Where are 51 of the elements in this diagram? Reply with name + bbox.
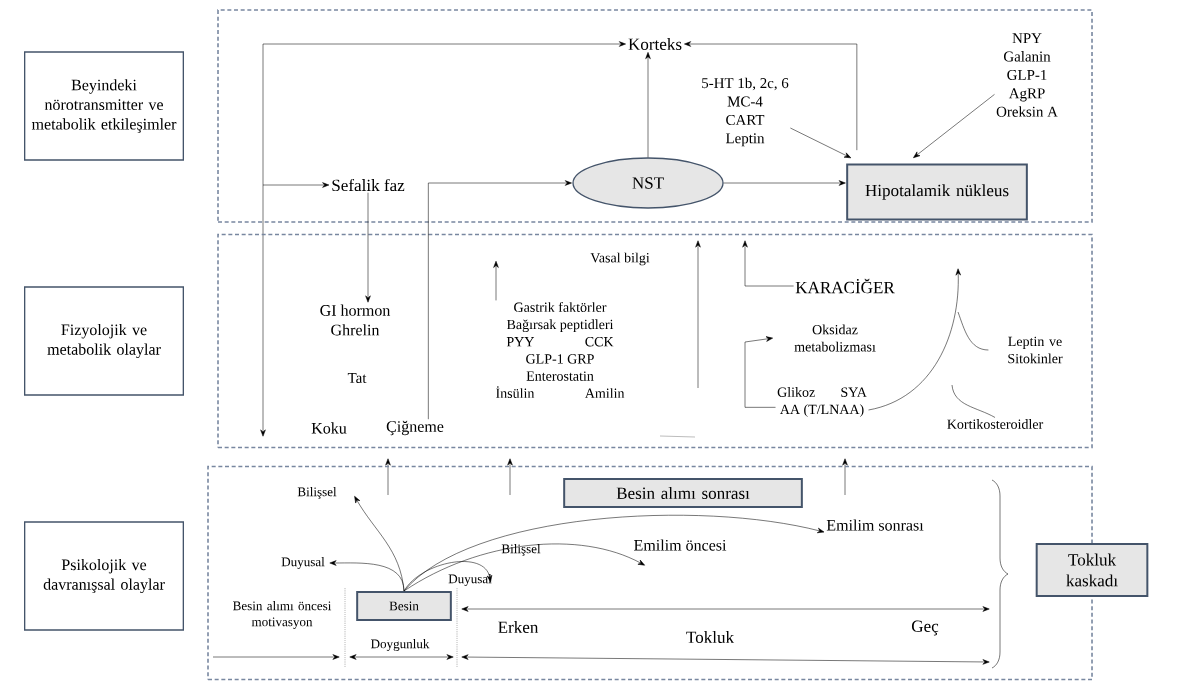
text-label: Vasal bilgi [590,252,650,266]
arrow [403,514,825,592]
arrow [403,543,645,592]
arrow [868,268,961,411]
category-box: Psikolojik ve davranışsal olaylar [24,521,184,631]
text-label: Geç [911,620,939,636]
text-label: Leptin ve Sitokinler [1008,336,1063,364]
arrow [913,94,995,158]
arrow [262,182,330,188]
text-label: Korteks [628,38,682,50]
text-label: Emilim öncesi [634,539,727,551]
process-box: Hipotalamik nükleus [846,163,1028,221]
category-box: Beyindeki nörotransmitter ve metabolik etkileşimler [24,51,184,161]
dashed-panel [217,233,1093,449]
text-label: Sefalik faz [332,178,405,192]
text-label: Glikoz SYA AA (T/LNAA) [777,387,867,417]
arrow [262,41,626,47]
text-label: Kortikosteroidler [947,419,1044,429]
text-label: Oksidaz metabolizması [794,324,876,352]
arrow [684,41,858,151]
text-label: 5-HT 1b, 2c, 6 MC-4 CART Leptin [702,77,789,147]
arrow [742,240,794,287]
category-box: Fizyolojik ve metabolik olaylar [24,286,184,396]
dashed-panel [217,9,1093,223]
text-label: Bilişsel [297,487,337,499]
arrow [723,180,846,186]
text-label: Emilim sonrası [826,519,924,531]
text-label: KARACİĞER [795,278,895,294]
text-label: NPY Galanin GLP-1 AgRP Oreksin A [996,33,1058,117]
arrow [365,192,371,303]
text-label: GI hormon Ghrelin [320,304,391,336]
arrow [428,180,572,420]
text-label: Besin alımı öncesi motivasyon [233,601,332,629]
text-label: Tat [347,373,367,383]
text-label: Gastrik faktörler Bağırsak peptidleri PYY CCK GLP-1 GRP Enterostatin İnsülin Amilin [496,302,625,398]
cascade-box: Tokluk kaskadı [1035,543,1149,597]
text-label: Bilişsel [501,544,541,556]
process-box: Besin alımı sonrası [563,478,803,508]
arrow [493,260,499,301]
arrow [645,52,651,158]
process-box: Besin [356,591,452,621]
text-label: Duyusal [448,574,492,586]
arrow [329,560,405,592]
text-label: Duyusal [281,557,325,569]
arrow [744,336,776,408]
text-label: Koku [311,422,347,434]
text-label: Doygunluk [371,639,430,651]
text-label: Tokluk [686,631,735,643]
text-label: Çiğneme [386,420,444,436]
arrow [790,127,852,159]
text-label: Erken [498,621,539,633]
